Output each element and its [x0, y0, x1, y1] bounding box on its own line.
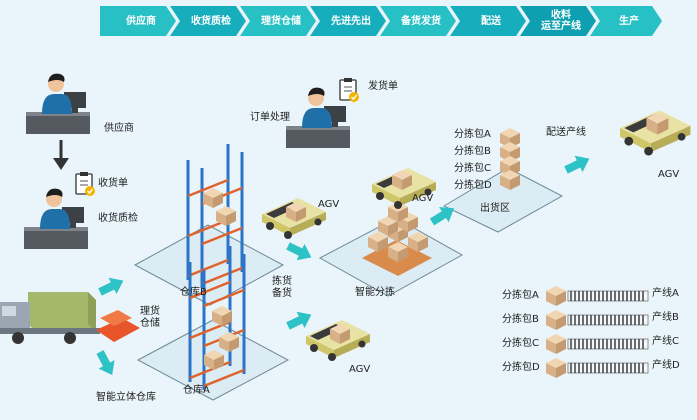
tally-storage-label: 理货 仓储 [140, 306, 160, 329]
picking-stocking-label: 拣货 备货 [272, 276, 292, 299]
truck-icon [0, 292, 140, 344]
agv-right-label: AGV [658, 169, 680, 180]
pick-pack-label: 分拣包B [454, 146, 491, 157]
order-processing-label: 订单处理 [250, 112, 290, 123]
pick-pack-label: 分拣包D [454, 180, 492, 191]
warehouse-a-label: 仓库A [183, 385, 210, 396]
conveyor-pack-label: 分拣包D [502, 362, 540, 373]
process-step: 供应商 [100, 6, 176, 36]
flow-arrow-icon [284, 237, 316, 266]
inspection-label: 收货质检 [98, 213, 138, 224]
flow-arrow-icon [562, 150, 594, 179]
step-label: 先进先出 [331, 15, 371, 27]
delivery-note-clipboard-icon [339, 77, 360, 103]
step-label: 理货仓储 [261, 15, 301, 27]
agv-mid-label: AGV [412, 193, 434, 204]
receipt-clipboard-icon [75, 171, 96, 197]
process-step: 备货发货 [380, 6, 456, 36]
agv-top-icon [262, 198, 326, 239]
smart-warehouse-label: 智能立体仓库 [96, 392, 156, 403]
rack-box-icon [203, 188, 223, 208]
conveyor-c [546, 334, 649, 354]
step-label: 备货发货 [401, 15, 441, 27]
step-label: 生产 [619, 15, 639, 27]
process-step: 生产 [590, 6, 662, 36]
agv-bottom-label: AGV [349, 364, 371, 375]
delivery-note-label: 发货单 [368, 81, 398, 92]
receipt-label: 收货单 [98, 178, 128, 189]
flow-arrow-icon [284, 306, 316, 335]
process-step: 先进先出 [310, 6, 386, 36]
process-step: 理货仓储 [240, 6, 316, 36]
down-arrow-icon [53, 140, 69, 170]
warehouse-b-label: 仓库B [180, 287, 207, 298]
conveyor-line-label: 产线B [652, 312, 679, 323]
smart-sorting-label: 智能分拣 [355, 287, 395, 298]
flow-arrow-icon [92, 347, 121, 380]
step-label: 配送 [481, 15, 501, 27]
supplier-worker-icon [26, 73, 90, 134]
process-step-bar: 供应商 收货质检 理货仓储 先进先出 备货发货 配送 收料 运至产线 生产 [100, 6, 662, 36]
conveyor-line-label: 产线C [652, 336, 679, 347]
conveyor-b [546, 310, 649, 330]
conveyor-a [546, 286, 649, 306]
flow-arrow-icon [96, 272, 128, 301]
inspection-worker-icon [24, 188, 88, 249]
step-label: 供应商 [126, 15, 156, 27]
conveyor-pack-label: 分拣包B [502, 314, 539, 325]
sorting-boxes-icon [362, 202, 432, 276]
step-label: 收料 运至产线 [541, 10, 581, 32]
conveyor-pack-label: 分拣包A [502, 290, 539, 301]
agv-right-icon [620, 110, 691, 156]
supplier-label: 供应商 [104, 123, 134, 134]
agv-bottom-icon [306, 320, 370, 361]
conveyor-line-label: 产线A [652, 288, 679, 299]
stacked-packs-icon [500, 128, 520, 190]
process-step: 收货质检 [170, 6, 246, 36]
delivery-line-label: 配送产线 [546, 127, 586, 138]
shipping-floor [442, 167, 564, 233]
pick-pack-label: 分拣包A [454, 129, 491, 140]
pick-pack-label: 分拣包C [454, 163, 491, 174]
conveyor-line-label: 产线D [652, 360, 680, 371]
conveyor-pack-label: 分拣包C [502, 338, 539, 349]
conveyor-d [546, 358, 649, 378]
agv-top-label: AGV [318, 199, 340, 210]
process-step: 配送 [450, 6, 526, 36]
warehouse-b-floor [133, 224, 285, 306]
shipping-area-label: 出货区 [480, 203, 510, 214]
step-label: 收货质检 [191, 15, 231, 27]
process-step: 收料 运至产线 [520, 6, 596, 36]
